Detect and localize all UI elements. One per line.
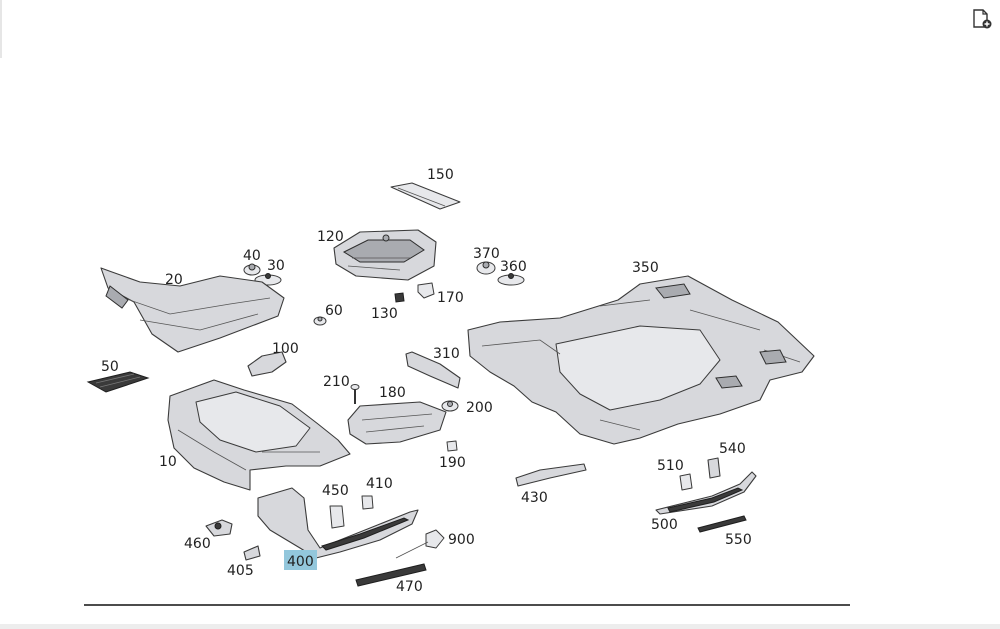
- part-180[interactable]: [347, 401, 447, 445]
- part-310[interactable]: [405, 351, 461, 389]
- part-170[interactable]: [417, 282, 435, 299]
- part-190[interactable]: [446, 440, 458, 452]
- callout-170[interactable]: 170: [437, 290, 464, 306]
- callout-120[interactable]: 120: [317, 229, 344, 245]
- callout-500[interactable]: 500: [651, 517, 678, 533]
- callout-180[interactable]: 180: [379, 385, 406, 401]
- callout-540[interactable]: 540: [719, 441, 746, 457]
- callout-900[interactable]: 900: [448, 532, 475, 548]
- part-130[interactable]: [394, 292, 405, 303]
- callout-405[interactable]: 405: [227, 563, 254, 579]
- part-120[interactable]: [333, 229, 437, 281]
- left-panel-edge: [0, 0, 2, 58]
- callout-550[interactable]: 550: [725, 532, 752, 548]
- callout-360[interactable]: 360: [500, 259, 527, 275]
- callout-470[interactable]: 470: [396, 579, 423, 595]
- callout-60[interactable]: 60: [325, 303, 343, 319]
- part-450[interactable]: [329, 505, 345, 529]
- callout-190[interactable]: 190: [439, 455, 466, 471]
- page-add-icon: [973, 9, 992, 29]
- callout-130[interactable]: 130: [371, 306, 398, 322]
- callout-40[interactable]: 40: [243, 248, 261, 264]
- callout-30[interactable]: 30: [267, 258, 285, 274]
- footer-bar: [0, 624, 1000, 629]
- part-400[interactable]: [257, 487, 419, 559]
- callout-450[interactable]: 450: [322, 483, 349, 499]
- callout-430[interactable]: 430: [521, 490, 548, 506]
- callout-20[interactable]: 20: [165, 272, 183, 288]
- part-40[interactable]: [243, 263, 261, 276]
- part-540[interactable]: [707, 457, 721, 479]
- part-470[interactable]: [355, 563, 427, 587]
- part-50[interactable]: [86, 371, 150, 393]
- part-360[interactable]: [497, 273, 525, 286]
- part-210[interactable]: [350, 384, 360, 405]
- part-510[interactable]: [679, 473, 693, 491]
- callout-310[interactable]: 310: [433, 346, 460, 362]
- part-410[interactable]: [361, 495, 374, 510]
- callout-460[interactable]: 460: [184, 536, 211, 552]
- part-550[interactable]: [697, 515, 747, 533]
- add-to-list-button[interactable]: [970, 8, 994, 30]
- part-900[interactable]: [395, 529, 445, 559]
- part-370[interactable]: [476, 261, 496, 275]
- callout-400[interactable]: 400: [287, 554, 314, 570]
- callout-370[interactable]: 370: [473, 246, 500, 262]
- part-460[interactable]: [205, 519, 233, 537]
- part-350[interactable]: [467, 275, 815, 445]
- callout-100[interactable]: 100: [272, 341, 299, 357]
- callout-410[interactable]: 410: [366, 476, 393, 492]
- part-500[interactable]: [655, 471, 757, 515]
- part-150[interactable]: [390, 182, 461, 210]
- part-430[interactable]: [515, 463, 587, 487]
- callout-150[interactable]: 150: [427, 167, 454, 183]
- callout-200[interactable]: 200: [466, 400, 493, 416]
- part-20[interactable]: [100, 267, 285, 353]
- callout-10[interactable]: 10: [159, 454, 177, 470]
- part-405[interactable]: [243, 545, 261, 561]
- callout-50[interactable]: 50: [101, 359, 119, 375]
- part-60[interactable]: [313, 316, 327, 326]
- highlight-400: [284, 550, 317, 570]
- callout-350[interactable]: 350: [632, 260, 659, 276]
- callout-510[interactable]: 510: [657, 458, 684, 474]
- part-100[interactable]: [247, 351, 287, 377]
- part-200[interactable]: [441, 400, 459, 412]
- part-10[interactable]: [167, 379, 351, 491]
- callout-210[interactable]: 210: [323, 374, 350, 390]
